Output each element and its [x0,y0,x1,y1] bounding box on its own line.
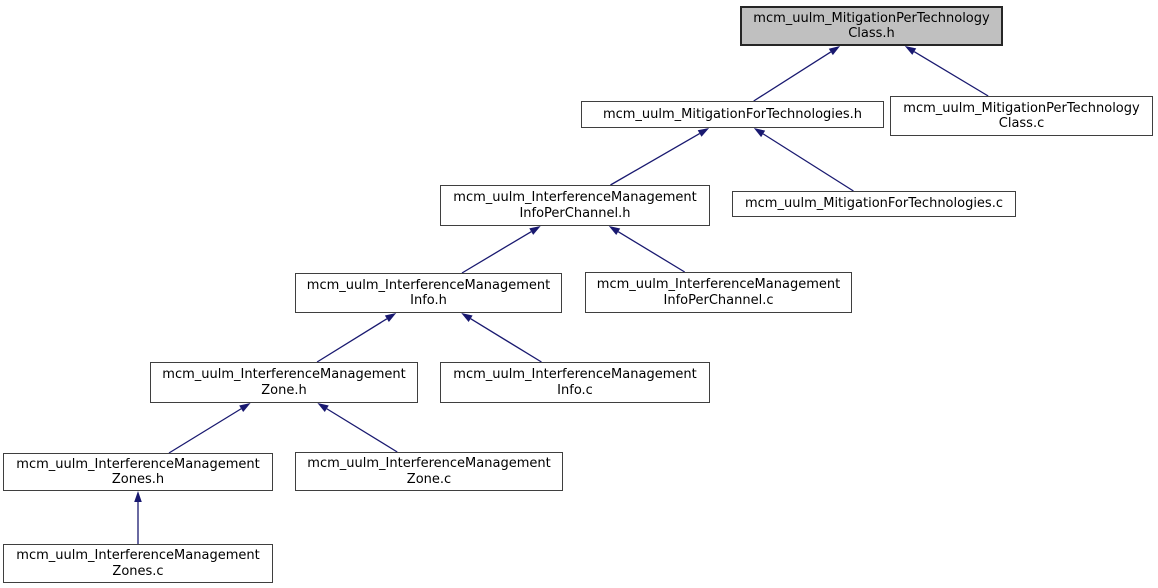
arrowhead-icon [697,128,710,137]
node-label-line: Zones.h [111,472,165,487]
graph-node-mitigation-for-technologies-h[interactable]: mcm_uulm_MitigationForTechnologies.h [581,101,884,128]
node-label-line: mcm_uulm_InterferenceManagement [307,456,551,471]
node-label-line: mcm_uulm_MitigationForTechnologies.c [745,196,1003,212]
node-label-line: InfoPerChannel.c [663,292,774,308]
dependency-edge [608,226,686,273]
node-label-line: mcm_uulm_InterferenceManagement [453,367,697,382]
node-label-line: mcm_uulm_InterferenceManagement [16,456,260,472]
arrowhead-icon [134,491,142,502]
node-label-line: Class.h [848,26,895,41]
node-label-line: mcm_uulm_MitigationForTechnologies.h [602,106,863,122]
node-label-line: Info.h [410,293,447,308]
node-label-line: Zone.h [261,382,307,398]
arrowhead-icon [317,403,329,412]
node-label-line: mcm_uulm_InterferenceManagement [453,190,697,205]
node-label-line: mcm_uulm_InterferenceManagement [306,277,551,293]
node-label-line: mcm_uulm_InterferenceManagement [16,548,260,563]
node-label-line: Zones.c [112,563,164,579]
dependency-edge [461,313,542,363]
graph-node-mitigation-for-technologies-c[interactable]: mcm_uulm_MitigationForTechnologies.c [732,191,1016,217]
dependency-edge [610,128,710,186]
dependency-edge [134,491,142,544]
node-label-line: Info.c [557,382,593,398]
arrowhead-icon [608,226,621,235]
dependency-edge [904,46,989,97]
dependency-edge [317,403,398,453]
node-label-line: mcm_uulm_InterferenceManagement [162,367,406,382]
dependency-edge [753,128,854,192]
node-label-line: Zone.c [406,471,452,487]
dependency-edge [316,313,397,363]
arrowhead-icon [529,226,541,235]
arrowhead-icon [904,46,917,55]
arrowhead-icon [828,46,841,56]
dependency-edge [753,46,841,102]
node-label-line: mcm_uulm_MitigationPerTechnology [753,10,990,26]
node-label-line: mcm_uulm_MitigationPerTechnology [903,100,1140,116]
arrowhead-icon [461,313,473,322]
dependency-edge [461,226,541,274]
node-label-line: Class.c [998,116,1045,131]
node-label-line: InfoPerChannel.h [519,205,631,221]
arrowhead-icon [384,313,397,323]
arrowhead-icon [753,128,766,138]
arrowhead-icon [239,403,251,412]
node-label-line: mcm_uulm_InterferenceManagement [596,277,841,292]
dependency-edge [168,403,251,454]
